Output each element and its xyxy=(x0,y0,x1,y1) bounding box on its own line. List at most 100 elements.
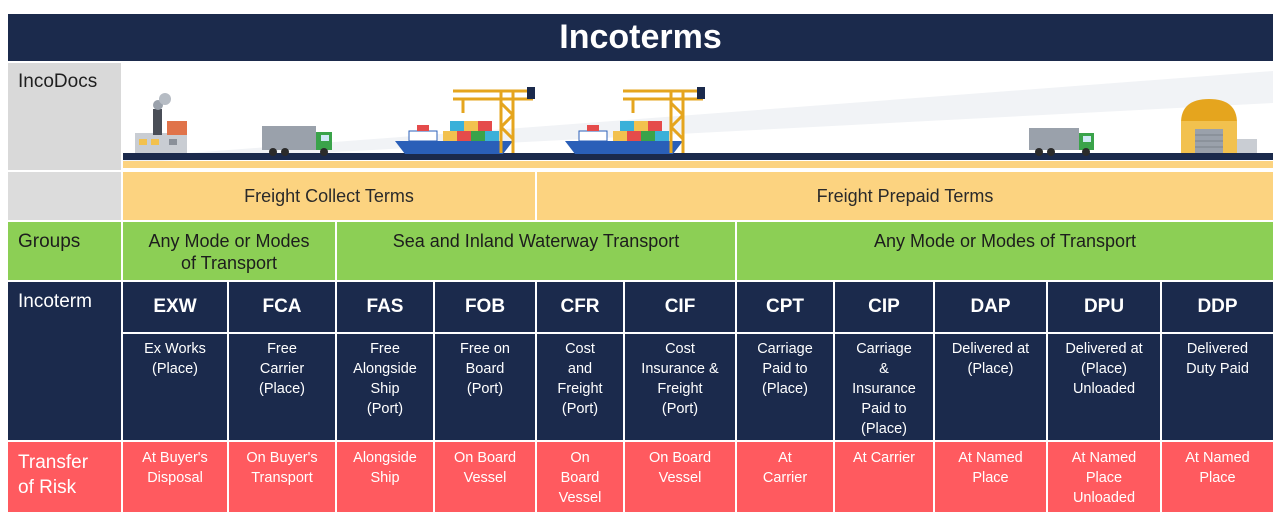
page-title: Incoterms xyxy=(8,14,1273,61)
description-line: (Place) xyxy=(967,361,1014,377)
risk-line: Alongside xyxy=(353,450,417,466)
warehouse-icon xyxy=(1181,99,1257,153)
risk-line: Vessel xyxy=(558,490,602,506)
incoterm-code-cif: CIF xyxy=(625,282,735,332)
description-line: (Port) xyxy=(661,401,699,417)
description-line: Cost xyxy=(665,341,695,357)
description-line: Delivered at xyxy=(1065,341,1143,357)
description-line: Carrier xyxy=(259,361,305,377)
road-stripe-icon xyxy=(123,161,1273,168)
description-line: Board xyxy=(465,361,505,377)
risk-line: At Named xyxy=(1071,450,1137,466)
incodocs-label: IncoDocs xyxy=(8,63,121,170)
incoterm-code-fas: FAS xyxy=(337,282,433,332)
incoterm-code-cpt: CPT xyxy=(737,282,833,332)
risk-line: Vessel xyxy=(463,470,507,486)
description-line: & xyxy=(879,361,889,377)
crane-icon xyxy=(623,87,705,153)
description-line: Insurance xyxy=(852,381,916,397)
description-line: Delivered at xyxy=(951,341,1030,357)
ship-icon xyxy=(565,121,683,154)
risk-line: At Buyer's xyxy=(142,450,208,466)
risk-line: At xyxy=(778,450,792,466)
description-line: Paid to xyxy=(861,401,907,417)
incoterm-description-fob: Free on Board (Port) xyxy=(435,334,535,440)
risk-line: Place xyxy=(1199,470,1236,486)
description-line: Free on xyxy=(460,341,510,357)
description-line: (Place) xyxy=(1081,361,1127,377)
risk-line: Place xyxy=(972,470,1009,486)
description-line: (Place) xyxy=(152,361,198,377)
risk-line: On xyxy=(570,450,590,466)
group-any-mode-short-line2: of Transport xyxy=(180,253,278,273)
groups-label: Groups xyxy=(8,222,121,280)
description-line: (Port) xyxy=(366,401,404,417)
incoterm-description-dap: Delivered at (Place) xyxy=(935,334,1046,440)
risk-line: Carrier xyxy=(762,470,808,486)
incoterm-label: Incoterm xyxy=(8,282,121,440)
risk-transfer-cip: At Carrier xyxy=(835,442,933,512)
factory-icon xyxy=(135,93,187,153)
description-line: Carriage xyxy=(757,341,813,357)
description-line: Free xyxy=(267,341,297,357)
risk-line: Place xyxy=(1085,470,1123,486)
description-line: Delivered xyxy=(1186,341,1249,357)
incoterm-description-dpu: Delivered at (Place) Unloaded xyxy=(1048,334,1160,440)
risk-line: Disposal xyxy=(147,470,203,486)
description-line: Freight xyxy=(657,381,703,397)
risk-line: Vessel xyxy=(658,470,702,486)
risk-line: At Carrier xyxy=(852,450,916,466)
group-any-mode-long: Any Mode or Modes of Transport xyxy=(737,222,1273,280)
crane-icon xyxy=(453,87,535,153)
risk-line: At Named xyxy=(958,450,1023,466)
logistics-illustration xyxy=(123,63,1273,170)
description-line: Free xyxy=(370,341,400,357)
description-line: Unloaded xyxy=(1072,381,1136,397)
description-line: Insurance & xyxy=(641,361,719,377)
risk-line: Ship xyxy=(370,470,400,486)
group-any-mode-short: Any Mode or Modes of Transport xyxy=(123,222,335,280)
truck-icon xyxy=(1029,128,1094,156)
risk-line: At Named xyxy=(1185,450,1250,466)
risk-line: On Board xyxy=(453,450,517,466)
truck-icon xyxy=(262,126,332,156)
incoterm-description-exw: Ex Works(Place) xyxy=(123,334,227,440)
incoterm-code-cip: CIP xyxy=(835,282,933,332)
description-line: Freight xyxy=(557,381,603,397)
ship-icon xyxy=(395,121,513,154)
incoterm-code-fca: FCA xyxy=(229,282,335,332)
risk-line: Unloaded xyxy=(1072,490,1136,506)
logistics-illustration-svg xyxy=(123,71,1273,168)
description-line: and xyxy=(567,361,593,377)
description-line: Cost xyxy=(565,341,595,357)
risk-line: On Buyer's xyxy=(246,450,318,466)
description-line: (Place) xyxy=(861,421,907,437)
transfer-of-risk-label-line2: of Risk xyxy=(18,477,77,498)
description-line: Alongside xyxy=(353,361,417,377)
risk-line: Board xyxy=(560,470,600,486)
description-line: (Place) xyxy=(762,381,808,397)
road-icon xyxy=(123,153,1273,160)
description-line: (Port) xyxy=(466,381,504,397)
incoterm-code-dpu: DPU xyxy=(1048,282,1160,332)
freight-row-label xyxy=(8,172,121,220)
risk-line: On Board xyxy=(648,450,712,466)
description-line: Carriage xyxy=(856,341,912,357)
group-any-mode-short-line1: Any Mode or Modes xyxy=(148,231,310,251)
description-line: Duty Paid xyxy=(1186,361,1249,377)
incoterm-code-cfr: CFR xyxy=(537,282,623,332)
